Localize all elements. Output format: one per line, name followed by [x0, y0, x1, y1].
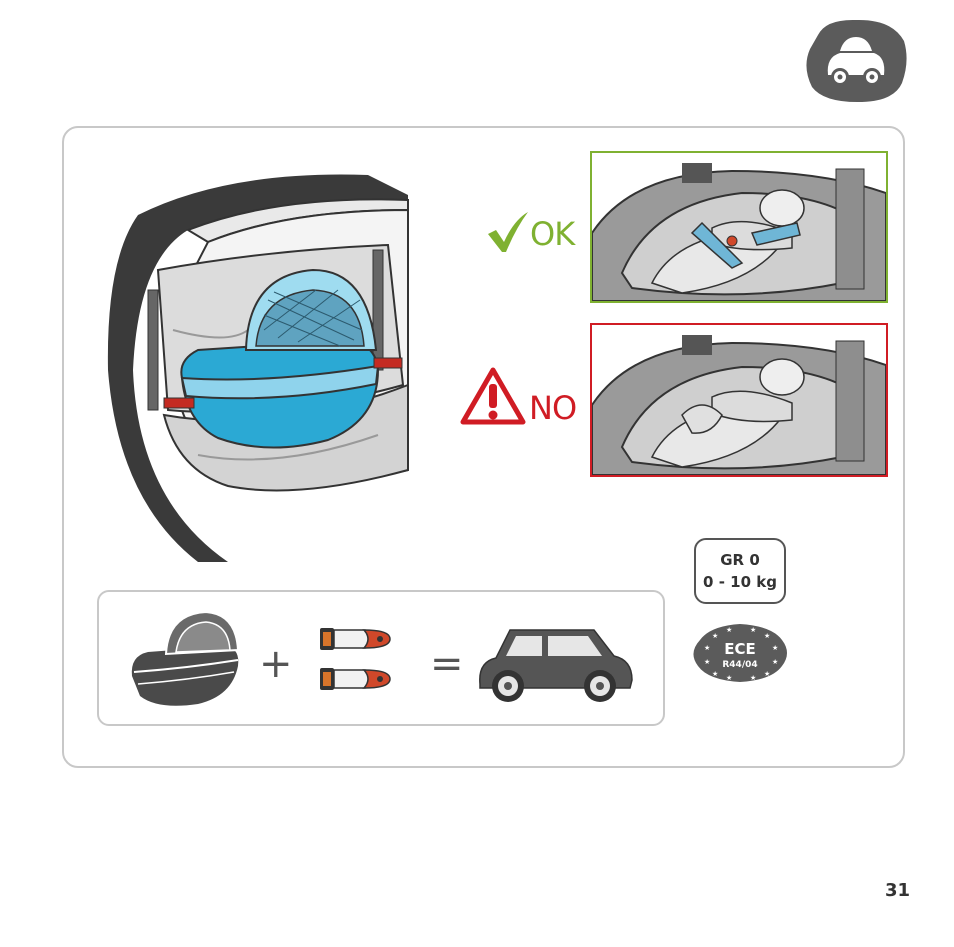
no-label: NO — [529, 389, 577, 427]
ok-label: OK — [530, 215, 575, 253]
weight-range-label: 0 - 10 kg — [703, 573, 777, 591]
svg-text:★: ★ — [764, 670, 770, 678]
plus-sign: + — [259, 641, 293, 687]
compatibility-equation-box — [97, 590, 665, 726]
unharnessed-baby-illustration — [592, 335, 886, 475]
seal-regulation: R44/04 — [722, 660, 757, 670]
carrycot-icon — [131, 610, 240, 706]
check-icon — [488, 212, 528, 252]
svg-text:★: ★ — [712, 632, 718, 640]
svg-text:★: ★ — [726, 626, 732, 634]
group-weight-badge: GR 0 0 - 10 kg — [694, 538, 786, 604]
isofix-connectors-icon — [320, 628, 391, 690]
main-panel — [62, 126, 905, 768]
group-label: GR 0 — [720, 551, 760, 569]
seal-title: ECE — [724, 640, 756, 658]
carrycot-in-car-illustration — [107, 174, 409, 562]
svg-text:★: ★ — [750, 626, 756, 634]
svg-text:★: ★ — [704, 644, 710, 652]
equals-sign: = — [430, 641, 464, 687]
harnessed-baby-illustration — [592, 163, 886, 301]
no-example-image — [590, 323, 888, 477]
warning-icon — [460, 367, 526, 425]
svg-text:★: ★ — [772, 658, 778, 666]
svg-text:★: ★ — [764, 632, 770, 640]
ece-certification-seal: ★★★ ★★★ ★★★ ★★★ ECE R44/04 — [693, 624, 787, 682]
svg-text:★: ★ — [772, 644, 778, 652]
car-icon — [806, 19, 907, 103]
ok-example-image — [590, 151, 888, 303]
svg-text:★: ★ — [704, 658, 710, 666]
page-number: 31 — [884, 880, 910, 901]
svg-text:★: ★ — [712, 670, 718, 678]
car-icon-large — [479, 629, 633, 702]
svg-text:★: ★ — [750, 674, 756, 682]
svg-text:★: ★ — [726, 674, 732, 682]
